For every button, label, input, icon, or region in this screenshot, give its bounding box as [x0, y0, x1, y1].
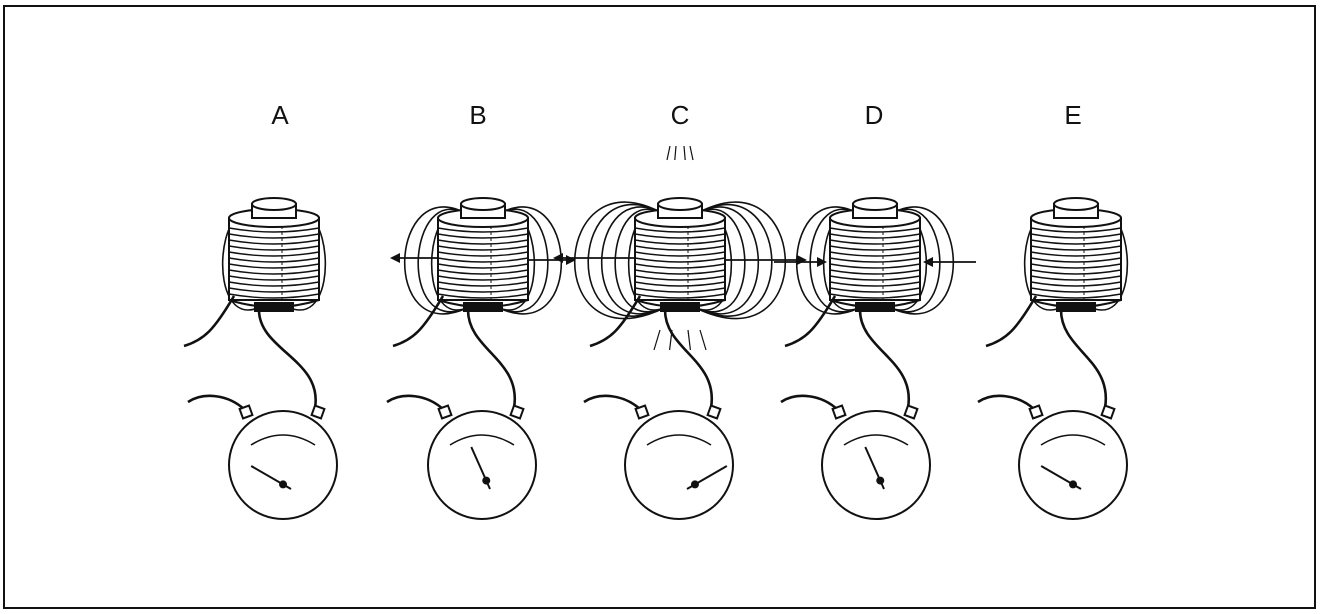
- meter-dial: [822, 411, 930, 519]
- meter-terminal: [312, 406, 325, 419]
- core-cap: [658, 198, 702, 210]
- panel-d: [774, 198, 976, 519]
- lead-wire: [184, 296, 234, 346]
- meter: [229, 406, 337, 519]
- lead-wire: [986, 296, 1036, 346]
- meter-pivot: [279, 480, 287, 488]
- coil: [635, 198, 725, 312]
- meter-dial: [428, 411, 536, 519]
- lead-wire: [1061, 310, 1106, 408]
- field-tick: [667, 146, 670, 160]
- panel-a: [184, 198, 337, 519]
- meter-terminal: [1030, 406, 1043, 419]
- coil: [1031, 198, 1121, 312]
- meter-terminal: [833, 406, 846, 419]
- meter-terminal: [636, 406, 649, 419]
- meter-pivot: [691, 480, 699, 488]
- meter-dial: [229, 411, 337, 519]
- lead-wire: [860, 310, 909, 408]
- lead-wire: [259, 310, 316, 408]
- meter: [625, 406, 733, 519]
- meter-dial: [1019, 411, 1127, 519]
- meter: [428, 406, 536, 519]
- core-cap: [252, 198, 296, 210]
- meter: [1019, 406, 1127, 519]
- coil: [830, 198, 920, 312]
- lead-wire: [584, 396, 641, 410]
- panel-b: [387, 198, 574, 519]
- meter-terminal: [1102, 406, 1115, 419]
- meter-terminal: [511, 406, 524, 419]
- meter-terminal: [708, 406, 721, 419]
- field-tick: [675, 146, 676, 160]
- meter-terminal: [439, 406, 452, 419]
- coil: [229, 198, 319, 312]
- lead-wire: [387, 396, 444, 410]
- meter-terminal: [240, 406, 253, 419]
- core-cap: [461, 198, 505, 210]
- field-tick: [688, 330, 690, 350]
- field-tick: [684, 146, 685, 160]
- coil-leads: [184, 296, 316, 410]
- meter-pivot: [1069, 480, 1077, 488]
- lead-wire: [468, 310, 515, 408]
- meter-terminal: [905, 406, 918, 419]
- field-tick: [690, 146, 693, 160]
- panel-c: [555, 146, 805, 519]
- field-tick: [700, 330, 706, 350]
- meter-dial: [625, 411, 733, 519]
- lead-wire: [665, 310, 712, 408]
- core-cap: [853, 198, 897, 210]
- lead-wire: [781, 396, 838, 410]
- coil: [438, 198, 528, 312]
- lead-wire: [188, 396, 245, 410]
- core-cap: [1054, 198, 1098, 210]
- panel-e: [978, 198, 1127, 519]
- coil-leads: [978, 296, 1106, 410]
- meter-pivot: [482, 477, 490, 485]
- meter-pivot: [876, 477, 884, 485]
- field-tick: [654, 330, 660, 350]
- meter: [822, 406, 930, 519]
- lead-wire: [978, 396, 1035, 410]
